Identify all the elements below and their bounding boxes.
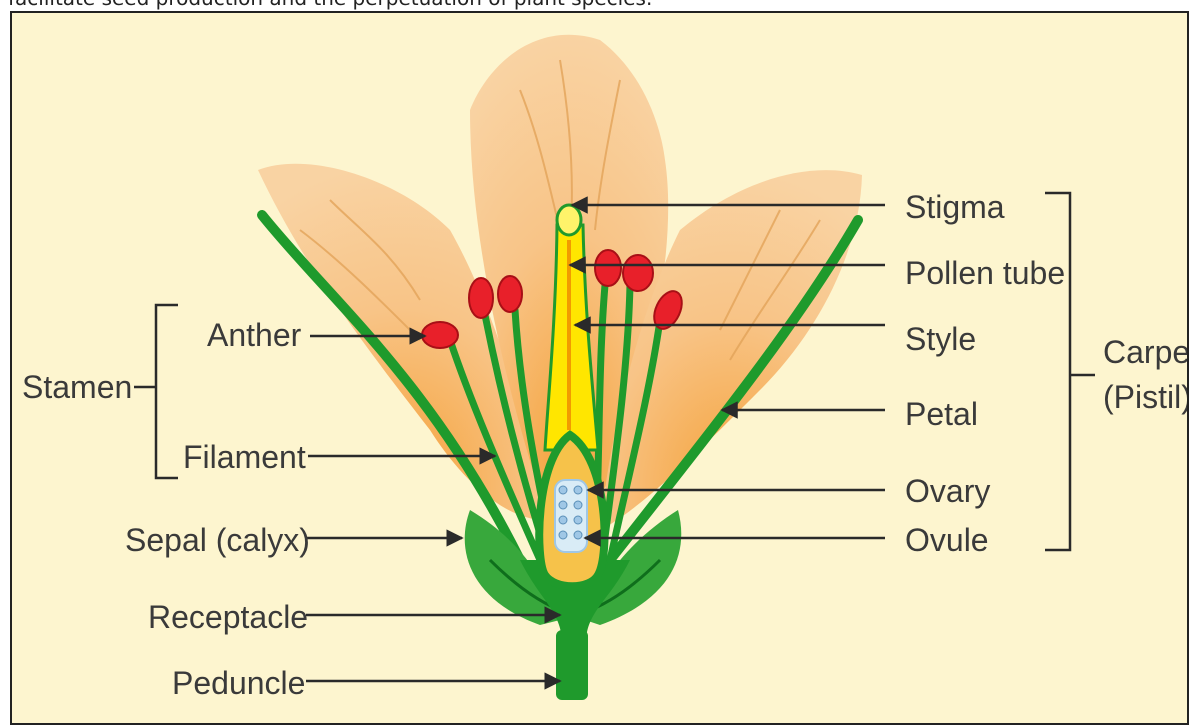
stigma xyxy=(557,205,581,235)
label-peduncle: Peduncle xyxy=(172,665,305,701)
label-style: Style xyxy=(905,321,976,357)
label-ovule: Ovule xyxy=(905,522,989,558)
stamen-bracket xyxy=(134,305,178,478)
label-carpel: Carpel xyxy=(1103,334,1189,370)
label-stamen: Stamen xyxy=(22,369,132,405)
caption-fragment: facilitate seed production and the perpe… xyxy=(8,0,652,10)
flower-diagram: Stigma Pollen tube Style Petal Ovary Ovu… xyxy=(10,11,1189,725)
label-sepal: Sepal (calyx) xyxy=(125,522,310,558)
label-anther: Anther xyxy=(207,317,302,353)
label-receptacle: Receptacle xyxy=(148,599,308,635)
label-filament: Filament xyxy=(183,439,306,475)
carpel-bracket xyxy=(1045,193,1095,550)
peduncle xyxy=(556,630,588,700)
label-ovary: Ovary xyxy=(905,473,990,509)
label-stigma: Stigma xyxy=(905,189,1005,225)
label-pollen-tube: Pollen tube xyxy=(905,255,1065,291)
flower-diagram-frame: Stigma Pollen tube Style Petal Ovary Ovu… xyxy=(10,11,1189,725)
label-petal: Petal xyxy=(905,396,978,432)
label-pistil: (Pistil) xyxy=(1103,379,1189,415)
